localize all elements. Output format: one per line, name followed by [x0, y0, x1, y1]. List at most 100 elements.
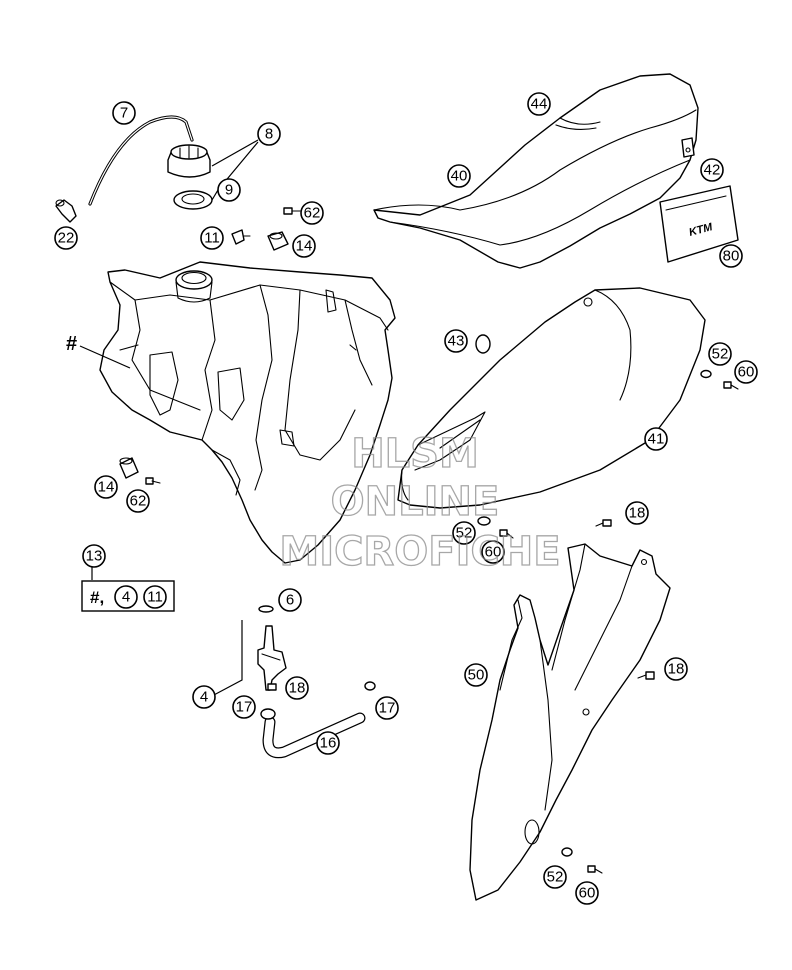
svg-text:42: 42 — [704, 162, 721, 179]
svg-text:7: 7 — [120, 105, 128, 122]
hose-clamp-right — [364, 681, 376, 691]
fuel-tank — [99, 261, 396, 564]
fuel-cap — [167, 144, 211, 178]
cap-gasket — [173, 190, 213, 210]
callout-8: 8 — [257, 122, 281, 146]
screw-60-bottom — [587, 865, 603, 874]
watermark-line-2: ONLINE — [331, 479, 500, 525]
seat-clip — [681, 137, 695, 158]
screw-18-right — [637, 671, 655, 680]
watermark: HLSM ONLINE MICROFICHE — [279, 430, 562, 575]
svg-text:4: 4 — [122, 589, 130, 606]
callout-62-top: 62 — [300, 201, 324, 225]
callout-18-right: 18 — [664, 657, 688, 681]
svg-text:6: 6 — [286, 592, 294, 609]
washer-52-mid — [477, 516, 491, 526]
callout-18-tap: 18 — [285, 676, 309, 700]
grommet-43 — [475, 334, 491, 354]
svg-text:80: 80 — [723, 248, 740, 265]
ktm-decal: KTM — [659, 185, 739, 263]
callout-80: 80 — [719, 244, 743, 268]
callout-7: 7 — [112, 101, 136, 125]
callout-18-upper: 18 — [625, 501, 649, 525]
screw-62-top — [283, 207, 301, 215]
svg-text:22: 22 — [58, 230, 75, 247]
svg-text:50: 50 — [468, 667, 485, 684]
watermark-line-1: HLSM — [351, 431, 479, 477]
kit-callout-11: 11 — [143, 585, 167, 609]
side-panel — [397, 287, 706, 509]
svg-text:52: 52 — [456, 525, 473, 542]
callout-16: 16 — [316, 731, 340, 755]
callout-40: 40 — [447, 164, 471, 188]
callout-14-left: 14 — [94, 475, 118, 499]
callout-9: 9 — [217, 178, 241, 202]
callout-42: 42 — [700, 158, 724, 182]
callout-50: 50 — [464, 663, 488, 687]
radiator-shroud — [469, 543, 671, 901]
kit-prefix: #, — [90, 588, 104, 607]
svg-text:40: 40 — [451, 168, 468, 185]
svg-text:9: 9 — [225, 182, 233, 199]
svg-text:43: 43 — [448, 333, 465, 350]
callout-60-right: 60 — [734, 360, 758, 384]
svg-text:11: 11 — [147, 589, 163, 606]
seat — [373, 73, 699, 269]
svg-text:62: 62 — [130, 493, 147, 510]
svg-text:44: 44 — [531, 96, 548, 113]
fuel-tap — [257, 605, 287, 691]
screw-11 — [231, 229, 251, 245]
callout-13: 13 — [82, 544, 106, 568]
tank-label: # — [66, 333, 77, 355]
bushing-14-top — [267, 231, 289, 251]
svg-text:60: 60 — [579, 885, 596, 902]
callout-11: 11 — [200, 226, 224, 250]
fuel-hose — [262, 712, 366, 759]
callout-60-bottom: 60 — [575, 881, 599, 905]
svg-text:13: 13 — [86, 548, 103, 565]
hose-clamp-left — [260, 708, 276, 720]
svg-text:52: 52 — [547, 869, 564, 886]
svg-text:17: 17 — [379, 700, 396, 717]
kit-box: #, 4 11 — [81, 580, 175, 612]
callout-22: 22 — [54, 226, 78, 250]
svg-text:62: 62 — [304, 205, 321, 222]
callout-44: 44 — [527, 92, 551, 116]
callout-4: 4 — [192, 685, 216, 709]
svg-text:17: 17 — [236, 699, 253, 716]
svg-text:18: 18 — [668, 661, 685, 678]
callout-17-right: 17 — [375, 696, 399, 720]
watermark-line-3: MICROFICHE — [279, 529, 560, 575]
svg-text:18: 18 — [629, 505, 646, 522]
screw-18-upper — [595, 519, 612, 527]
svg-text:16: 16 — [320, 735, 337, 752]
svg-text:52: 52 — [712, 346, 729, 363]
svg-text:41: 41 — [648, 431, 665, 448]
bushing-14-left — [119, 457, 139, 479]
callout-60-mid: 60 — [481, 540, 505, 564]
callout-52-right: 52 — [708, 342, 732, 366]
callout-62-left: 62 — [126, 489, 150, 513]
svg-text:18: 18 — [289, 680, 306, 697]
callout-17-left: 17 — [232, 695, 256, 719]
svg-text:4: 4 — [200, 689, 208, 706]
screw-62-left — [145, 477, 161, 485]
svg-text:14: 14 — [98, 479, 115, 496]
washer-52-bottom — [561, 847, 573, 857]
callout-6: 6 — [278, 588, 302, 612]
callout-52-mid: 52 — [452, 521, 476, 545]
svg-text:60: 60 — [485, 544, 502, 561]
washer-52-right — [700, 369, 712, 379]
screw-60-right — [723, 381, 739, 390]
callout-52-bottom: 52 — [543, 865, 567, 889]
svg-text:14: 14 — [296, 238, 313, 255]
callout-14-top: 14 — [292, 234, 316, 258]
screw-60-mid — [499, 529, 514, 539]
kit-callout-4: 4 — [114, 585, 138, 609]
svg-text:60: 60 — [738, 364, 755, 381]
callout-43: 43 — [444, 329, 468, 353]
callout-41: 41 — [644, 427, 668, 451]
vent-elbow — [55, 199, 77, 223]
svg-text:8: 8 — [265, 126, 273, 143]
